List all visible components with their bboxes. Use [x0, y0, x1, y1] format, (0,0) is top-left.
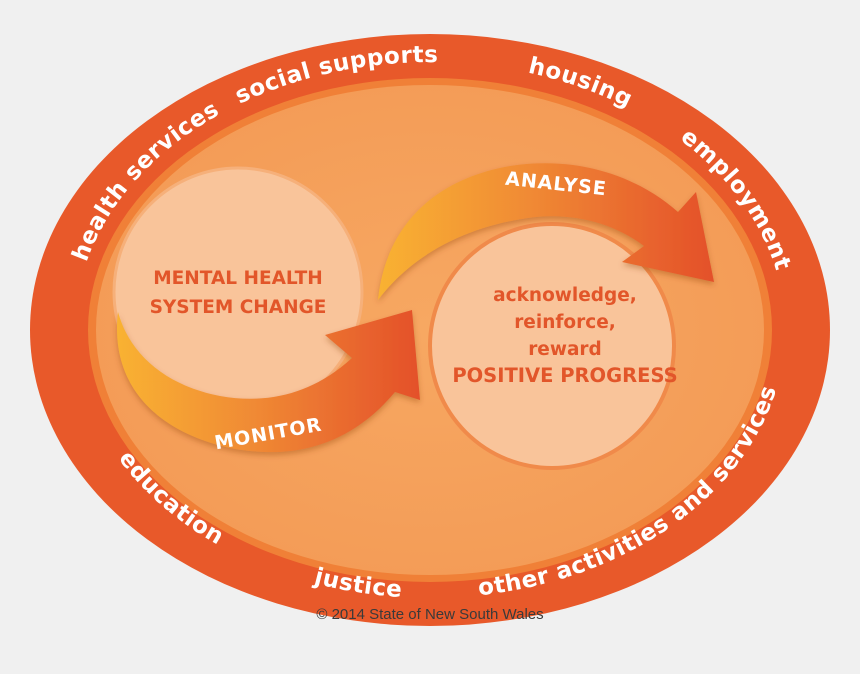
- right-circle-line2: reinforce,: [514, 312, 616, 333]
- right-circle-line3: reward: [528, 339, 602, 360]
- left-circle-line1: MENTAL HEALTH: [153, 268, 323, 289]
- right-circle-line1: acknowledge,: [493, 285, 637, 306]
- left-circle-line2: SYSTEM CHANGE: [150, 297, 327, 318]
- monitor-arrow: [116, 310, 420, 453]
- copyright-notice: © 2014 State of New South Wales: [316, 606, 544, 623]
- analyse-arrow: [378, 163, 714, 300]
- right-circle: [428, 222, 676, 470]
- right-circle-line4: POSITIVE PROGRESS: [452, 364, 677, 387]
